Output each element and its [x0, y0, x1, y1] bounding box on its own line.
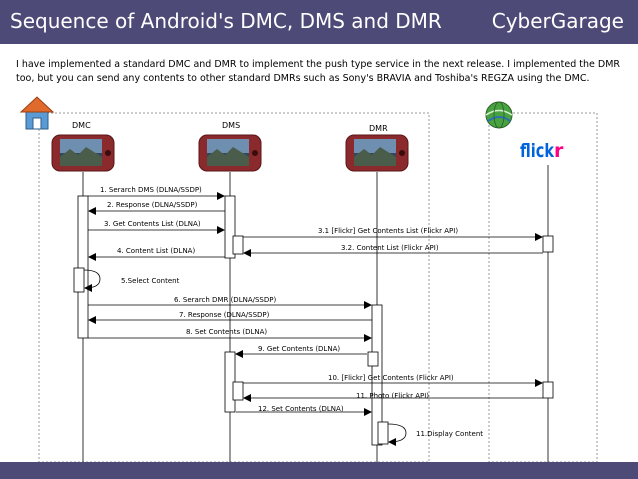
flickr-logo: flick r: [520, 140, 564, 162]
message-4: 4. Content List (DLNA): [88, 247, 225, 261]
activation-dmr: [371, 304, 383, 446]
message-label: 1. Serarch DMS (DLNA/SSDP): [100, 186, 202, 194]
message-label: 3.2. Content List (Flickr API): [341, 244, 439, 252]
message-1: 1. Serarch DMS (DLNA/SSDP): [88, 186, 225, 200]
message-label: 4. Content List (DLNA): [117, 247, 195, 255]
message-5: 5.Select Content: [83, 269, 180, 292]
message-12: 12. Set Contents (DLNA): [236, 405, 372, 416]
message-3-2: 3.2. Content List (Flickr API): [243, 244, 543, 257]
activation-dmc: [77, 195, 89, 339]
message-3-1: 3.1 [Flickr] Get Contents List (Flickr A…: [243, 227, 543, 241]
participant-label-dmc: DMC: [72, 121, 91, 130]
activation-dmr-3: [377, 421, 389, 445]
android-phone-icon-dmr: [345, 134, 409, 172]
svg-text:flick: flick: [520, 140, 554, 162]
message-7: 7. Response (DLNA/SSDP): [88, 311, 372, 324]
message-label: 9. Get Contents (DLNA): [258, 345, 340, 353]
activation-dms-4: [232, 381, 244, 401]
message-11-display: 11.Display Content: [387, 423, 483, 446]
android-phone-icon-dmc: [51, 134, 115, 172]
message-10: 10. [Flickr] Get Contents (Flickr API): [243, 374, 543, 387]
message-label: 5.Select Content: [121, 277, 180, 285]
message-11: 11. Photo (Flickr API): [243, 392, 543, 402]
message-9: 9. Get Contents (DLNA): [235, 345, 367, 358]
header-bar: Sequence of Android's DMC, DMS and DMR C…: [0, 0, 638, 44]
message-8: 8. Set Contents (DLNA): [88, 328, 372, 342]
message-label: 10. [Flickr] Get Contents (Flickr API): [328, 374, 454, 382]
participant-label-dmr: DMR: [369, 124, 388, 133]
house-icon: [19, 96, 55, 130]
participant-label-dms: DMS: [222, 121, 240, 130]
message-2: 2. Response (DLNA/SSDP): [88, 201, 225, 215]
message-label: 11.Display Content: [416, 430, 483, 438]
internet-box: [488, 112, 598, 463]
activation-dms-2: [232, 235, 244, 255]
message-label: 6. Serarch DMR (DLNA/SSDP): [174, 296, 276, 304]
svg-text:r: r: [554, 140, 564, 162]
android-phone-icon-dms: [198, 134, 262, 172]
activation-dmr-2: [367, 351, 379, 367]
message-label: 12. Set Contents (DLNA): [258, 405, 344, 413]
message-label: 2. Response (DLNA/SSDP): [107, 201, 198, 209]
message-label: 11. Photo (Flickr API): [356, 392, 429, 400]
message-label: 7. Response (DLNA/SSDP): [179, 311, 270, 319]
activation-flickr-2: [542, 381, 554, 399]
message-label: 8. Set Contents (DLNA): [186, 328, 267, 336]
message-label: 3. Get Contents List (DLNA): [104, 220, 201, 228]
activation-flickr-1: [542, 235, 554, 253]
message-6: 6. Serarch DMR (DLNA/SSDP): [88, 296, 372, 309]
globe-icon: [485, 101, 513, 129]
brand-name: CyberGarage: [491, 9, 624, 33]
description-text: I have implemented a standard DMC and DM…: [16, 59, 620, 84]
message-label: 3.1 [Flickr] Get Contents List (Flickr A…: [318, 227, 458, 235]
footer-bar: [0, 462, 638, 479]
activation-dmc-select: [73, 267, 85, 293]
activation-dms-1: [224, 195, 236, 259]
message-3: 3. Get Contents List (DLNA): [88, 220, 225, 234]
slide-title: Sequence of Android's DMC, DMS and DMR: [10, 9, 442, 33]
